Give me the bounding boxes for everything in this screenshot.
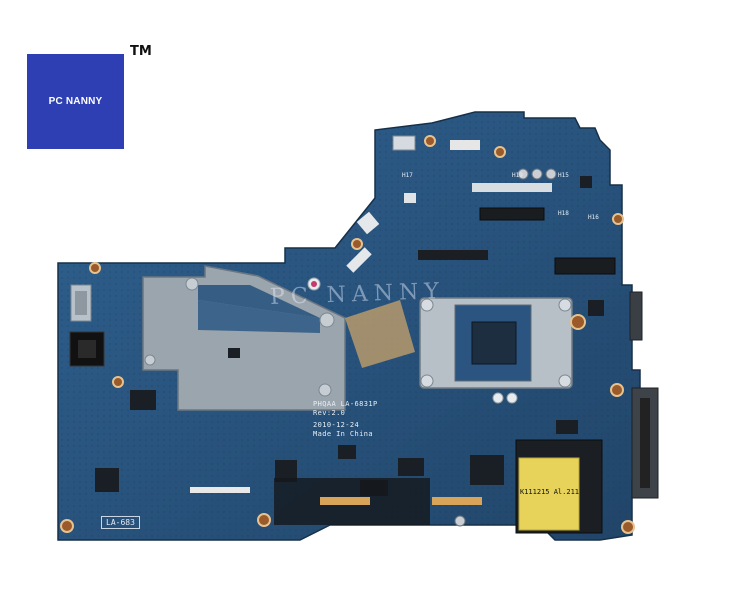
screw-label-plate	[472, 183, 552, 192]
hole-label-h17: H17	[402, 172, 413, 179]
heatsink-shield	[142, 265, 346, 411]
sata-connector	[629, 291, 643, 341]
hole-label-h18: H18	[558, 210, 569, 217]
brand-logo: PC NANNY	[27, 54, 124, 149]
board-date-silkscreen: 2010-12-24	[313, 421, 360, 429]
board-origin-silkscreen: Made In China	[313, 430, 373, 438]
sim-sticker	[518, 457, 580, 531]
minipcie-slot-2	[554, 257, 616, 275]
brand-logo-text: PC NANNY	[48, 96, 103, 107]
trademark-symbol: TM	[130, 44, 152, 59]
lvds-connector	[418, 250, 488, 260]
sticker-text: K111215 Al.211	[520, 488, 580, 496]
hole-label-h16: H16	[588, 214, 599, 221]
minipcie-slot	[479, 207, 545, 221]
board-model-silkscreen: PHQAA LA-6831P	[313, 400, 378, 408]
kapton-tape	[345, 300, 415, 368]
board-rev-silkscreen: Rev:2.0	[313, 409, 346, 417]
keyboard-connector	[190, 487, 250, 493]
hole-label-h15: H15	[558, 172, 569, 179]
board-corner-label: LA-683	[101, 516, 140, 529]
hole-label-h19: H19	[512, 172, 523, 179]
